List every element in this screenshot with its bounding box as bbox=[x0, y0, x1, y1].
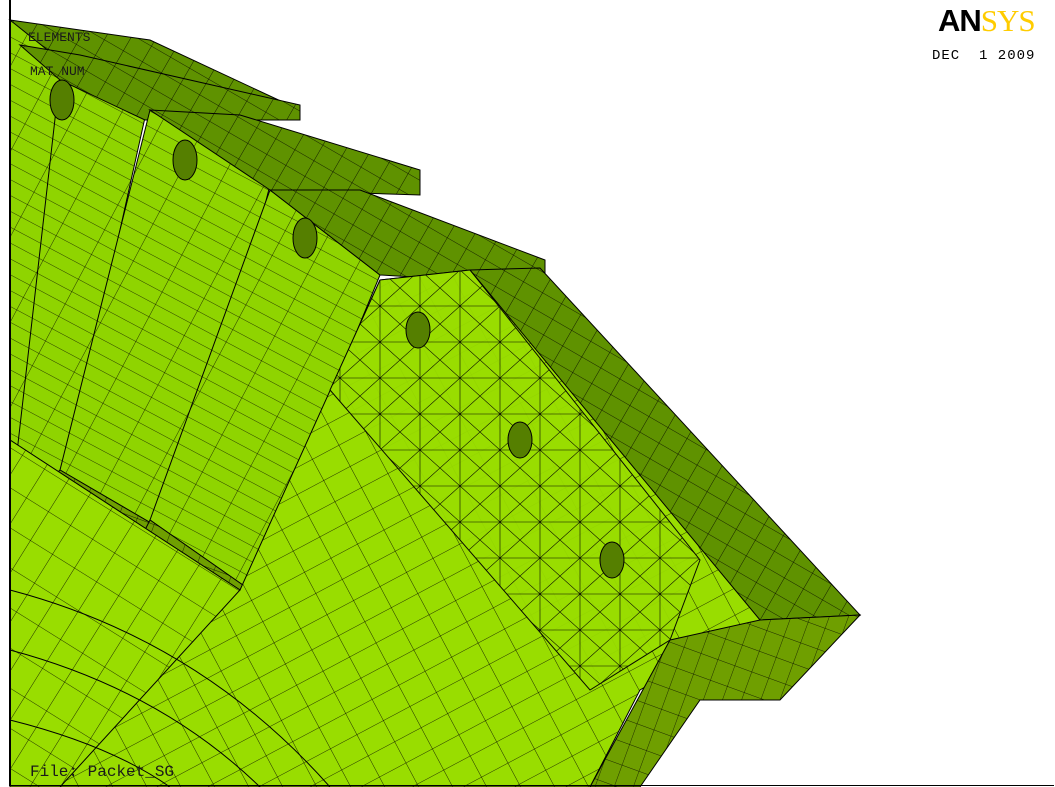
legend-elements-label: ELEMENTS bbox=[28, 30, 91, 45]
rotor-slab-front bbox=[9, 267, 862, 787]
viewport-frame bbox=[9, 0, 1054, 786]
ansys-logo: ANSYS bbox=[938, 3, 1036, 38]
mesh-arcs bbox=[9, 589, 331, 787]
logo-primary: AN bbox=[938, 3, 982, 38]
rotor-slab-2 bbox=[14, 44, 301, 501]
date-stamp: DEC 1 2009 bbox=[932, 48, 1036, 64]
file-label: File: Packet_SG bbox=[30, 763, 175, 781]
logo-secondary: SYS bbox=[980, 3, 1036, 38]
legend-mat-num-label: MAT NUM bbox=[30, 64, 85, 79]
bolt-holes bbox=[49, 79, 625, 579]
